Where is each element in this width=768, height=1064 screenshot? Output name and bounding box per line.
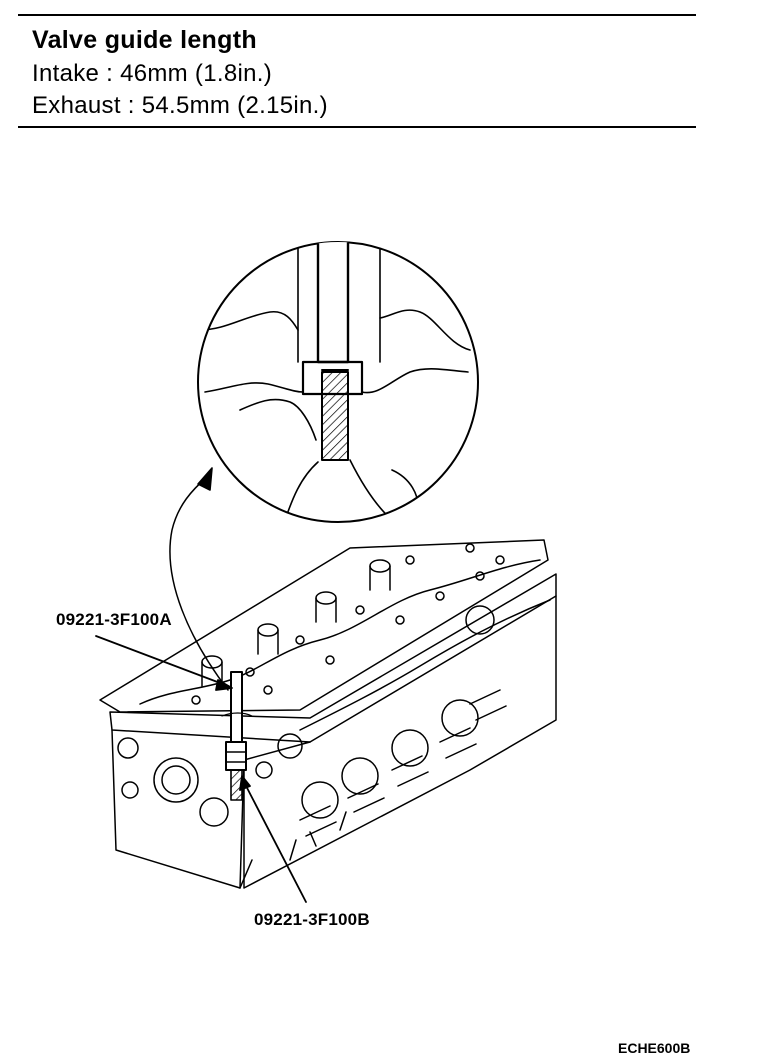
figure-code: ECHE600B xyxy=(618,1040,691,1056)
spec-box: Valve guide length Intake : 46mm (1.8in.… xyxy=(18,14,696,128)
callout-tool-b: 09221-3F100B xyxy=(254,910,370,929)
spec-exhaust: Exhaust : 54.5mm (2.15in.) xyxy=(32,92,328,119)
detail-view xyxy=(197,241,479,523)
valve-guide-tool xyxy=(221,671,253,801)
spec-title: Valve guide length xyxy=(32,26,257,54)
detail-arrow xyxy=(169,467,229,691)
callout-tool-a: 09221-3F100A xyxy=(56,610,172,629)
spec-intake: Intake : 46mm (1.8in.) xyxy=(32,60,273,87)
cylinder-head xyxy=(99,539,557,889)
callout-leaders xyxy=(95,635,307,903)
